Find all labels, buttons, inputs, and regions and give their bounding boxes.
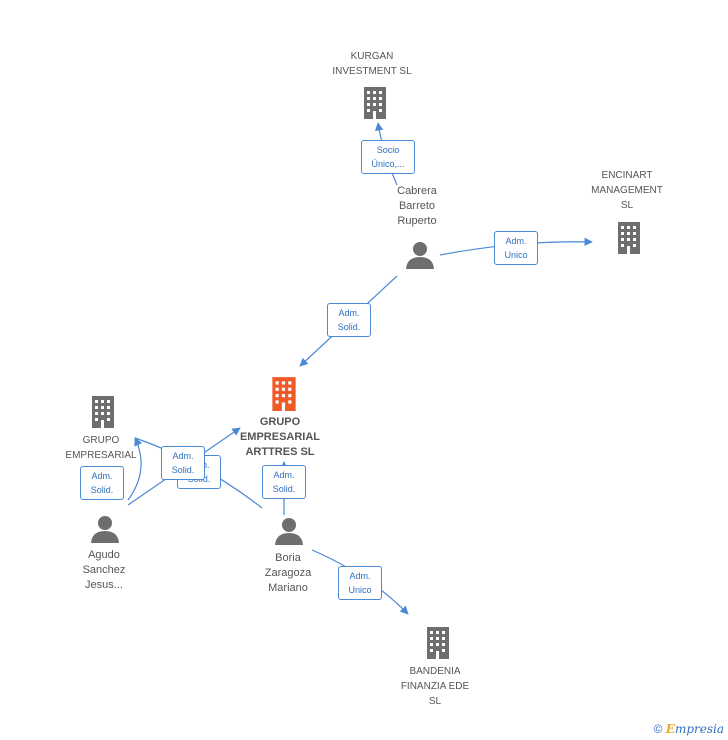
node-label-cabrera: Cabrera Barreto Ruperto (397, 185, 437, 227)
edge-label-cabrera-encinart[interactable]: Adm. Unico (494, 231, 538, 265)
building-icon[interactable] (424, 625, 452, 659)
person-icon[interactable] (90, 514, 120, 544)
edge-label-boria-grupo[interactable]: Adm. Solid. (262, 465, 306, 499)
node-label-kurgan: KURGAN INVESTMENT SL (332, 51, 412, 77)
node-label-grupo-arttres: GRUPO EMPRESARIAL ARTTRES SL (239, 416, 321, 458)
building-icon[interactable] (89, 394, 117, 428)
person-icon[interactable] (274, 516, 304, 546)
copyright-symbol: © (653, 722, 663, 736)
node-label-encinart: ENCINART MANAGEMENT SL (591, 170, 663, 211)
building-icon[interactable] (615, 220, 643, 254)
edge-label-cabrera-grupo[interactable]: Adm. Solid. (327, 303, 371, 337)
node-label-agudo: Agudo Sanchez Jesus... (82, 549, 126, 591)
node-label-boria: Boria Zaragoza Mariano (264, 552, 312, 594)
edge-agudo-grupo-ma (127, 437, 143, 501)
edge-label-boria-bandenia[interactable]: Adm. Unico (338, 566, 382, 600)
edge-label-agudo-grupo[interactable]: Adm. Solid. (161, 446, 205, 480)
node-label-bandenia: BANDENIA FINANZIA EDE SL (400, 666, 470, 707)
building-icon[interactable] (361, 85, 389, 119)
empresia-watermark: © Empresia (654, 722, 724, 736)
building-icon[interactable] (268, 375, 300, 411)
edge-label-cabrera-kurgan[interactable]: Socio Único,... (361, 140, 415, 174)
brand-logo: Empresia (665, 722, 724, 736)
person-icon[interactable] (405, 240, 435, 270)
edge-label-agudo-grupo-ma[interactable]: Adm. Solid. (80, 466, 124, 500)
